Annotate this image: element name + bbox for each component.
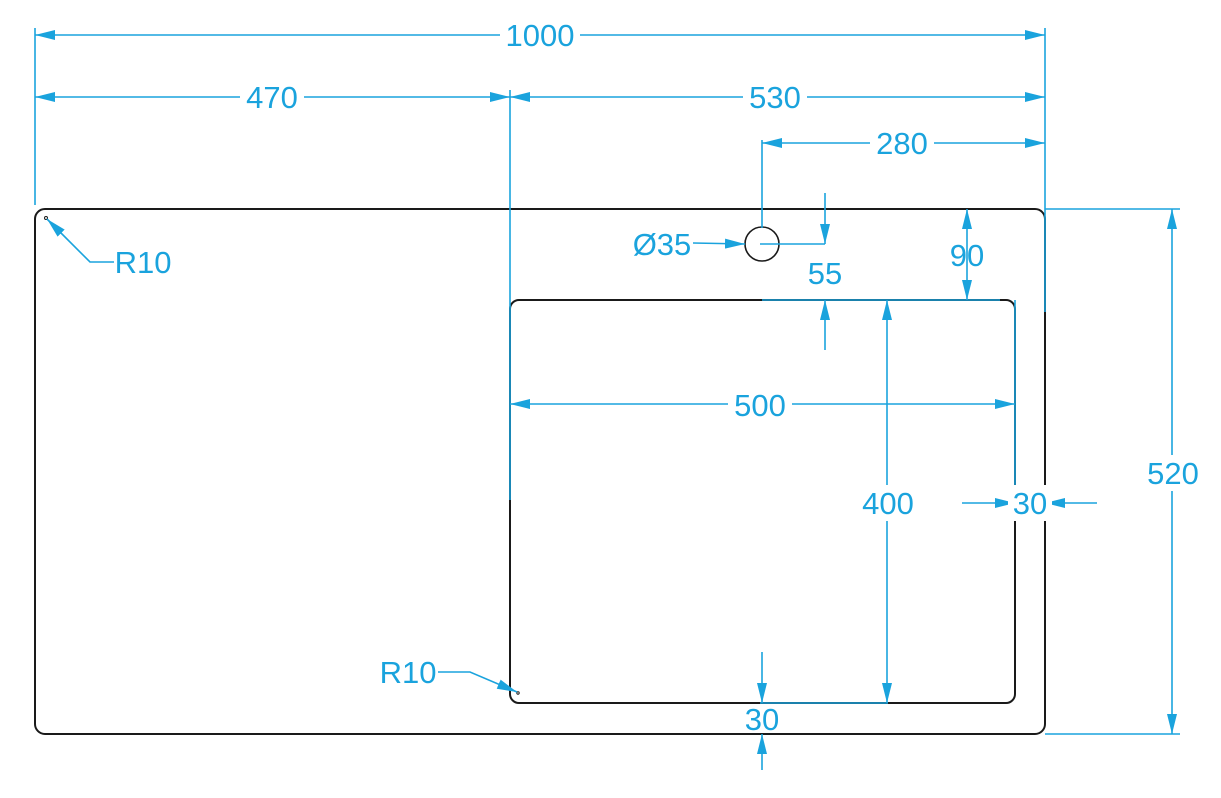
- label-hole-offset: 280: [876, 126, 928, 161]
- countertop-outline: [34, 208, 1046, 735]
- label-bottom-margin: 30: [745, 702, 779, 737]
- corner-marker-outer: [44, 216, 48, 220]
- label-left-width: 470: [246, 80, 298, 115]
- extension-lines: [34, 28, 1180, 735]
- label-basin-depth: 400: [862, 486, 914, 521]
- label-corner-radius-basin: R10: [380, 655, 437, 690]
- leader-hole-diameter: [692, 238, 746, 249]
- basin-outline: [509, 299, 1016, 704]
- label-hole-diameter: Ø35: [633, 227, 692, 262]
- corner-marker-basin: [516, 691, 520, 695]
- label-basin-width: 500: [734, 388, 786, 423]
- label-right-margin: 30: [1013, 486, 1047, 521]
- label-overall-depth: 520: [1147, 456, 1199, 491]
- label-hole-to-basin: 55: [808, 256, 842, 291]
- label-overall-width: 1000: [506, 18, 575, 53]
- leader-r10-basin: [438, 671, 518, 693]
- leader-r10-outer: [46, 218, 114, 263]
- label-top-margin: 90: [950, 238, 984, 273]
- label-right-width: 530: [749, 80, 801, 115]
- label-corner-radius-outer: R10: [115, 245, 172, 280]
